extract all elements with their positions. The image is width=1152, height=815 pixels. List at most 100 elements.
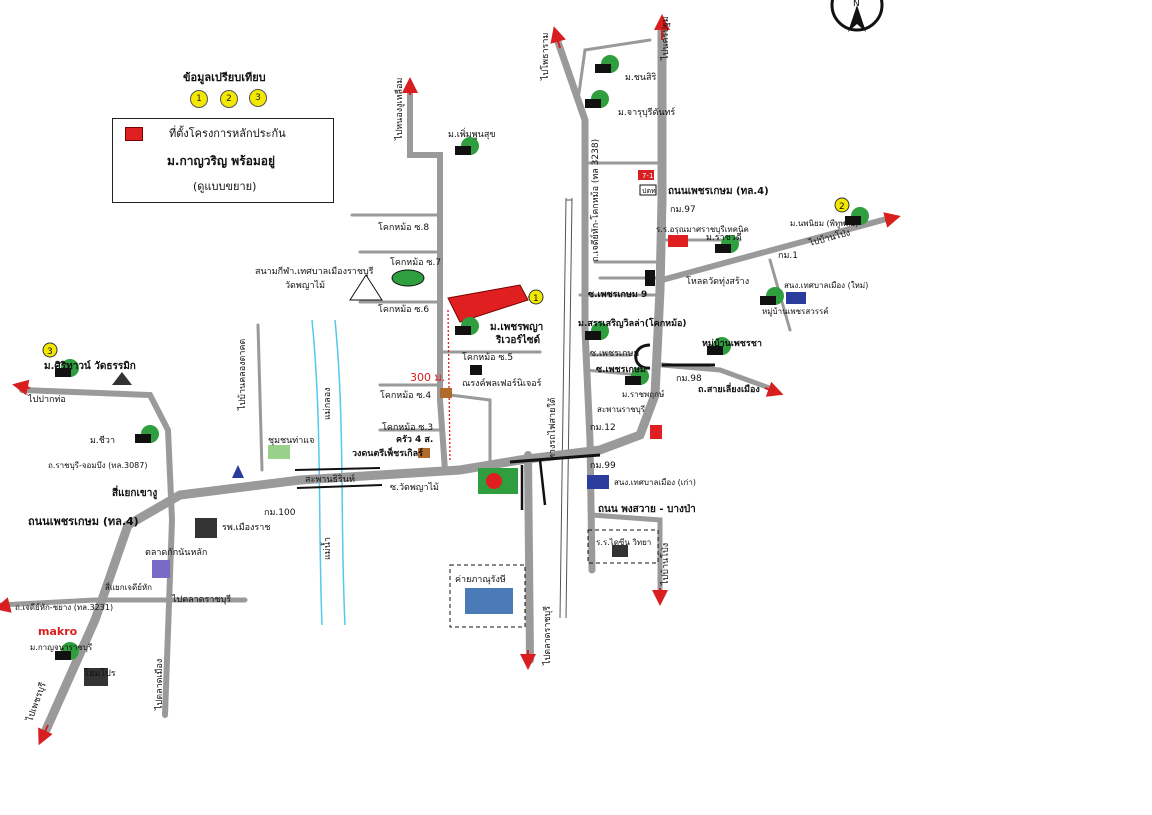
label-moo-siri-town: ม.ศิริทาวน์ วัดธรรมิก [44, 360, 136, 372]
label-km-97: กม.97 [670, 205, 696, 215]
label-to-nakhon-pathom: ไปนครปฐม [660, 16, 671, 61]
compare-marker-1: 1 [190, 90, 208, 108]
label-km-99: กม.99 [590, 461, 616, 471]
map-marker-2: 2 [834, 197, 850, 213]
compass-icon: N [830, 0, 884, 32]
label-road-3231: ถ.เจดีย์หัก-ชยาง (ทล.3231) [15, 602, 113, 612]
compare-marker-2: 2 [220, 90, 238, 108]
label-road-3238: ถ.เจดีย์หัก-โคกหม้อ (ทล 3238) [589, 139, 601, 262]
svg-text:3: 3 [47, 347, 53, 357]
label-to-pho-tharam: ไปโพธาราม [540, 33, 551, 81]
label-khok-mo-3: โคกหม้อ ซ.3 [382, 422, 433, 433]
label-moo-chiwa: ม.ชีวา [90, 435, 115, 446]
label-wongdontri: วงดนตรีเพ็ชรเกิลร์ [352, 446, 423, 459]
label-moo-phermphoon: ม.เพิ่มพูนสุข [448, 127, 495, 140]
bridge-segments [294, 343, 715, 510]
label-soi-wat-phaya-mai: ซ.วัดพญาไม้ [390, 482, 439, 493]
label-km-98: กม.98 [676, 374, 702, 384]
svg-text:1: 1 [533, 294, 539, 304]
label-to-bang-phae: ไปบ้านคลองตาคต [237, 339, 248, 411]
label-moo-ban-phet-2: หมู่บ้านเพชรสวรรค์ [762, 306, 829, 317]
label-km-12: กม.12 [590, 423, 616, 433]
label-stadium: สนามกีฬา.เทศบาลเมืองราชบุรี [255, 266, 374, 277]
label-moo-chonsiri: ม.ชนสิริ [625, 72, 657, 83]
label-to-bangkok-bottom: ไปตลาดราชบุรี [542, 606, 553, 666]
compare-title: ข้อมูลเปรียบเทียบ [183, 71, 266, 84]
label-road-phong: ถนน พงสวาย - บางป่า [598, 503, 696, 515]
label-moo-ban-phet: หมู่บ้านเพชรชา [702, 338, 762, 349]
label-moo-rachawadee: ม.ราชวดี [706, 232, 742, 243]
label-school-2: ร.ร.ไดซีน วิทยา [596, 538, 651, 547]
label-si-yaek-chedi: สี่แยกเจดีย์หัก [105, 581, 152, 592]
label-camp: ค่ายภาณุรังษี [455, 574, 506, 585]
label-old-office: สนง.เทศบาลเมือง (เก่า) [614, 478, 696, 487]
compass-north: N [853, 0, 860, 9]
label-soi-phet-9: ซ.เพชรเกษม 9 [588, 290, 647, 300]
label-khok-mo-6: โคกหม้อ ซ.6 [378, 304, 429, 315]
label-bridge: สะพานธิรินท์ [305, 473, 355, 485]
svg-text:2: 2 [839, 202, 845, 212]
label-khok-mo-8: โคกหม้อ ซ.8 [378, 222, 429, 233]
label-moo-sanserm: ม.สรรเสริญวิลล่า(โคกหม้อ) [578, 317, 687, 329]
label-ramp: ม.ราชพฤกษ์ [622, 389, 664, 399]
label-soi-phet-10: ซ.เพชรเกษม [590, 349, 639, 359]
label-7-11: 7-11 [642, 172, 658, 180]
label-sai-ruang: ถ.สายเลี่ยงเมือง [698, 382, 760, 395]
label-phet-kasem-left: ถนนเพชรเกษม (ทล.4) [28, 515, 139, 528]
label-furniture: ณรงค์พลเฟอร์นิเจอร์ [462, 377, 542, 389]
label-soi-phet-11: ซ.เพชรเกษม [596, 365, 646, 375]
label-to-nong-ngu: ไปหนองงูเหลือม [394, 78, 405, 141]
label-khok-mo-7: โคกหม้อ ซ.7 [390, 257, 441, 268]
legend-site-swatch [125, 127, 143, 141]
label-kro-4: ครัว 4 ส. [396, 434, 433, 445]
label-road-3087: ถ.ราชบุรี-จอมบึง (ทล.3087) [48, 461, 147, 470]
label-mae-klong: แม่กลอง [323, 388, 333, 421]
label-talat: ตลาดกักนันหลัก [145, 548, 207, 558]
label-river-side: ริเวอร์ไซด์ [495, 333, 540, 346]
label-ptt: ปตท [642, 187, 656, 195]
label-to-ban-pong-2: ไปบ้านโป่ง [660, 543, 671, 586]
label-school: ร.ร.อรุณมาศราชบุรีเทคนิค [656, 225, 749, 234]
label-khok-mo-bridge: สะพานราชบุรี [597, 405, 646, 414]
label-khok-mo-4: โคกหม้อ ซ.4 [380, 390, 431, 401]
label-wat-phaya-mai: วัดพญาไม้ [285, 280, 325, 291]
label-wat-sai: โหลดวัดทุ่งสร้าง [686, 276, 749, 287]
label-office-new: สนง.เทศบาลเมือง (ใหม่) [784, 281, 868, 290]
compare-marker-3: 3 [249, 89, 267, 107]
label-si-yaek-khao-ngu: สี่แยกเขางู [112, 485, 157, 500]
label-distance: 300 ม. [410, 371, 445, 384]
makro-logo: makro [38, 625, 78, 638]
label-chumchon: ชุมชนท่าแจ [268, 436, 314, 446]
map-marker-1: 1 [528, 289, 544, 305]
label-mae-nam: แม่น้ำ [320, 537, 333, 560]
map-marker-3: 3 [42, 342, 58, 358]
label-moo-charuburi: ม.จารุบุรีดันทร์ [618, 106, 675, 118]
direction-arrows [0, 14, 901, 746]
label-to-pak-tho: ไปปากท่อ [27, 394, 66, 405]
legend-box: ที่ตั้งโครงการหลักประกัน ม.กาญวริญ พร้อม… [112, 118, 334, 203]
label-km-100: กม.100 [264, 508, 296, 518]
legend-project-name: ม.กาญวริญ พร้อมอยู่ [167, 154, 275, 168]
label-moo-phet-phaya: ม.เพชรพญา [490, 322, 543, 333]
project-site [447, 284, 529, 323]
label-railway: ทางรถไฟสายใต้ [547, 397, 558, 460]
label-home-pro: โฮมโปร [84, 668, 116, 679]
label-moo-2: ม.นพนิยม (พีทูพลอ) [790, 219, 858, 229]
mae-klong-river [311, 319, 346, 626]
label-to-ban-pong: ไปบ้านโป่ง [807, 227, 851, 249]
distance-line [447, 309, 451, 461]
label-khok-mo-5: โคกหม้อ ซ.5 [462, 352, 513, 363]
label-moo-kanchana: ม.กาญจนาราชบุรี [30, 643, 93, 652]
camp-area [449, 564, 526, 628]
label-to-phetchaburi: ไปเพชรบุรี [24, 681, 49, 724]
legend-note: (ดูแบบขยาย) [193, 180, 257, 193]
label-phet-kasem-road: ถนนเพชรเกษม (ทล.4) [668, 186, 769, 197]
legend-site-label: ที่ตั้งโครงการหลักประกัน [169, 127, 286, 140]
label-to-talat-rachaburi: ไปตลาดราชบุรี [171, 594, 231, 605]
landmark-icons [55, 55, 869, 686]
label-km-1: กม.1 [778, 251, 798, 261]
railway-line [559, 197, 573, 619]
label-to-talat-muang: ไปตลาดเมือง [154, 659, 165, 711]
label-hospital: รพ.เมืองราช [222, 522, 270, 533]
